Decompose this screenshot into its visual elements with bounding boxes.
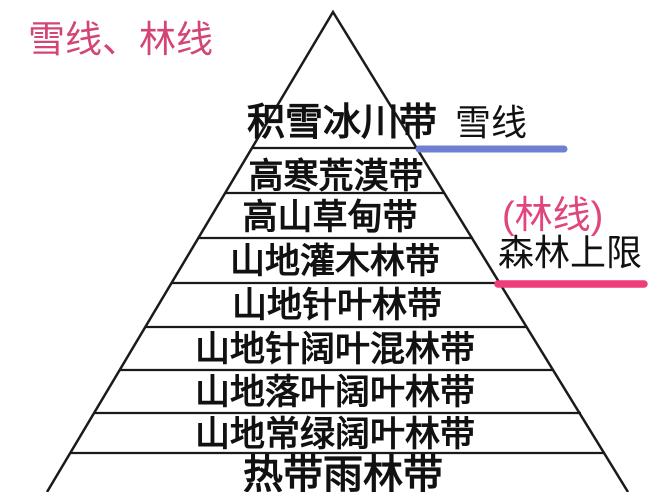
band-label-mountain-shrub: 山地灌木林带 — [230, 242, 440, 281]
pyramid-outline — [45, 9, 630, 492]
band-label-alpine-desert: 高寒荒漠带 — [248, 157, 423, 196]
forest-upper-limit-label: 森林上限 — [498, 233, 642, 273]
tree-line-label: (林线) — [502, 195, 603, 237]
page-title: 雪线、林线 — [28, 19, 213, 60]
band-label-evergreen-broadleaf: 山地常绿阔叶林带 — [195, 415, 475, 454]
band-label-mixed-forest: 山地针阔叶混林带 — [195, 330, 475, 369]
band-label-mountain-conifer: 山地针叶林带 — [232, 286, 442, 325]
band-label-deciduous-broadleaf: 山地落叶阔叶林带 — [195, 373, 475, 412]
band-label-alpine-meadow: 高山草甸带 — [242, 198, 417, 237]
band-label-tropical-rainforest: 热带雨林带 — [243, 453, 443, 492]
band-label-snow-glacier: 积雪冰川带 — [247, 102, 437, 144]
snow-line-label: 雪线 — [455, 103, 527, 143]
